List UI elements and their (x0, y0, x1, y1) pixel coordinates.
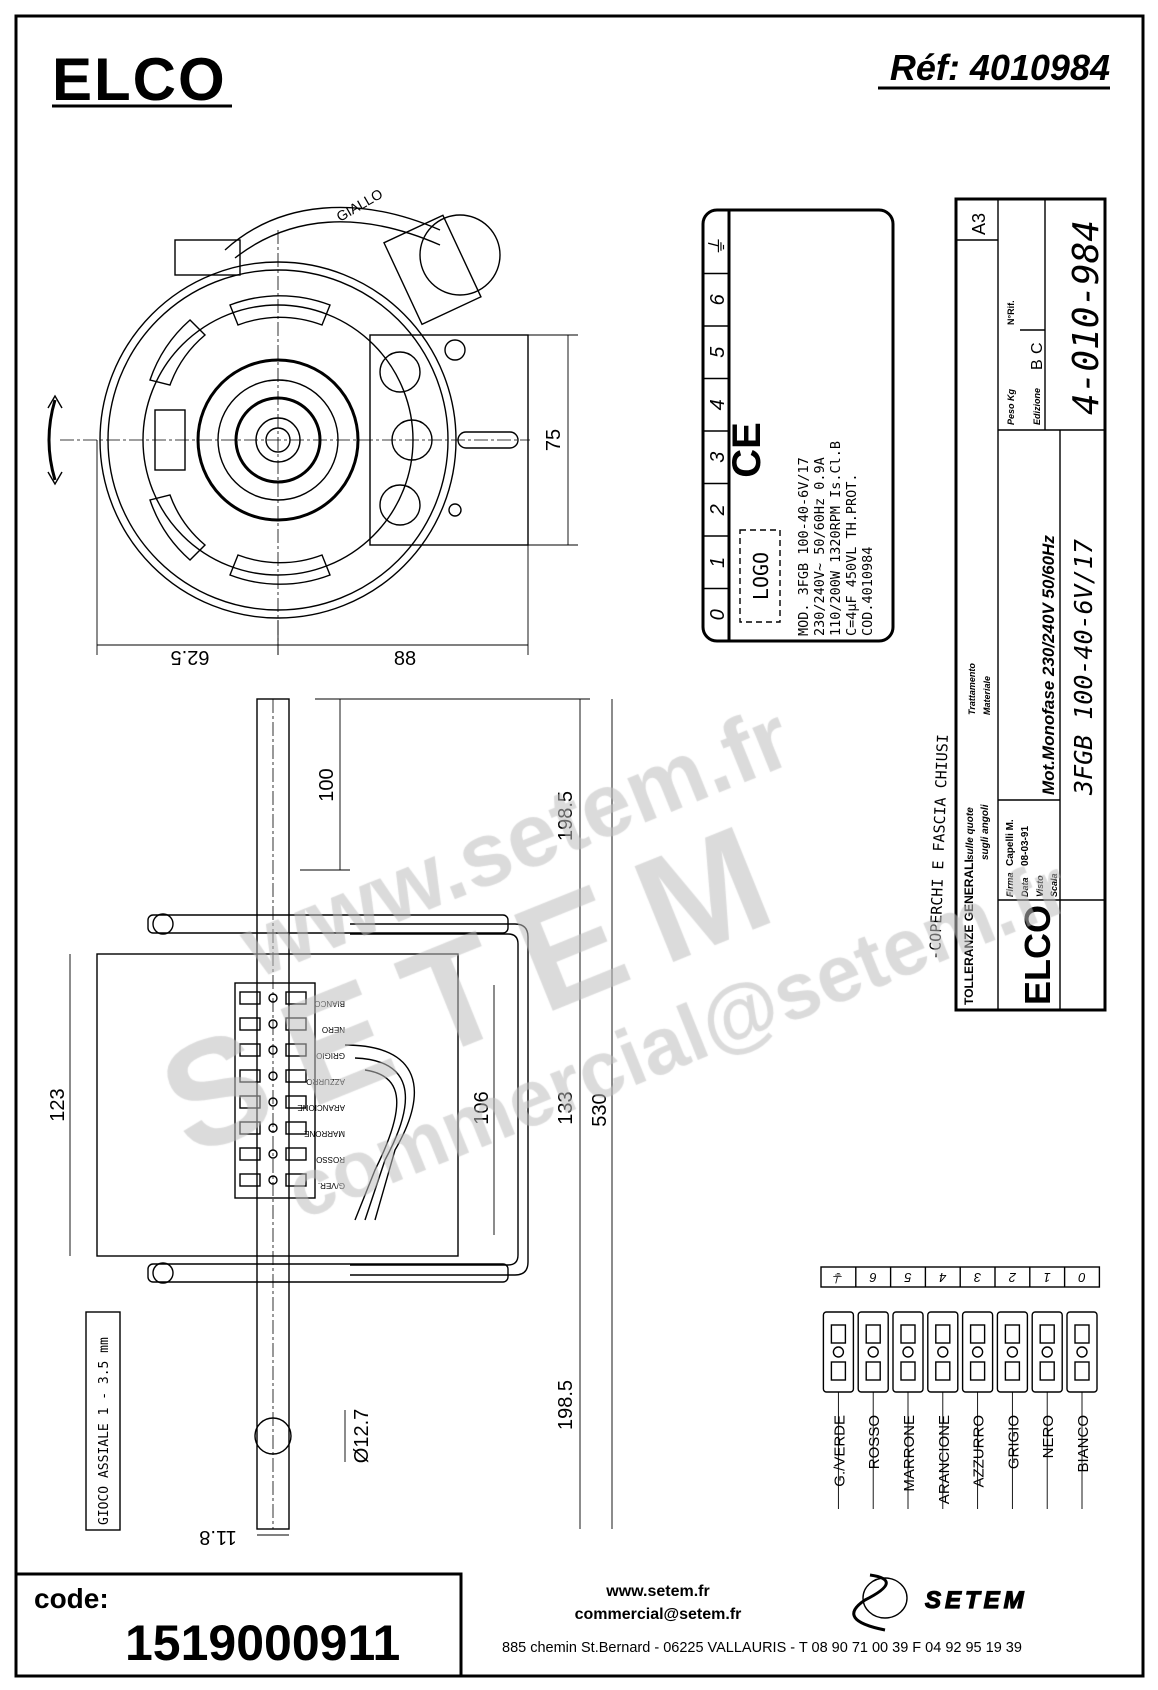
terminal-wire-label: ROSSO (866, 1415, 883, 1469)
front-view: GIALLO 62.5 88 75 (47, 185, 578, 670)
ce-mark: CE (725, 422, 769, 478)
ref-no-label: N°Rif. (1006, 300, 1016, 325)
nameplate-terminal-4: 4 (707, 399, 729, 410)
dim-62-5: 62.5 (171, 646, 210, 668)
wire-label: GRIGIO (316, 1051, 345, 1060)
edition-letter-b: B (1029, 359, 1046, 370)
side-view: BIANCO NERO GRIGIO AZZURRO ARANCIONE MARRONE R… (47, 698, 613, 1548)
dim-123: 123 (47, 1088, 69, 1121)
model: 3FGB 100-40-6V/17 (1069, 539, 1098, 796)
setem-logo: SETEM (852, 1573, 1028, 1632)
edition-letter-c: C (1029, 342, 1046, 354)
dim-100: 100 (316, 768, 338, 801)
terminal-wire-label: G./VERDE (831, 1415, 848, 1487)
nameplate-terminal-5: 5 (707, 346, 729, 358)
nameplate-terminal-0: 0 (707, 609, 729, 620)
wire-label: MARRONE (304, 1129, 345, 1138)
date-label: Data (1020, 877, 1030, 897)
treatment-label: Trattamento (967, 663, 977, 715)
edition-label: Edizione (1032, 388, 1042, 425)
terminal-number: 4 (939, 1270, 946, 1285)
scale-label: Scala (1049, 873, 1059, 897)
tolerances-label: TOLLERANZE GENERALI (962, 859, 976, 1005)
date: 08-03-91 (1020, 826, 1031, 866)
email-link[interactable]: commercial@setem.fr (575, 1606, 742, 1623)
signature: Capelli M. (1005, 819, 1016, 866)
material-label: Materiale (982, 676, 992, 715)
logo-placeholder: LOGO (749, 552, 773, 600)
dim-106: 106 (471, 1091, 493, 1124)
dim-530: 530 (589, 1093, 611, 1126)
wire-label: ROSSO (316, 1155, 345, 1164)
nameplate-line-5: COD.4010984 (860, 547, 876, 636)
title-block-logo: ELCO (1017, 905, 1058, 1005)
terminal-number: ⏚ (832, 1270, 845, 1285)
code-label: code: (34, 1583, 109, 1614)
dim-198-5-top: 198.5 (555, 791, 577, 841)
terminal-wire-label: GRIGIO (1005, 1415, 1022, 1469)
terminal-wire-label: BIANCO (1075, 1415, 1092, 1473)
nameplate-terminal-1: 1 (707, 557, 729, 568)
wire-label-giallo: GIALLO (334, 185, 386, 224)
reference-number: Réf: 4010984 (890, 47, 1110, 88)
terminal-wire-label: ARANCIONE (936, 1415, 953, 1504)
dim-shaft-diameter: Ø12.7 (351, 1409, 373, 1463)
dim-11-8: 11.8 (199, 1526, 236, 1548)
dim-75: 75 (543, 429, 565, 451)
tolerance-angles: sugli angoli (980, 804, 991, 860)
weight-label: Peso Kg (1006, 388, 1016, 425)
terminal-number: 2 (1008, 1270, 1017, 1285)
terminal-number: 6 (869, 1270, 877, 1285)
svg-text:ELCO: ELCO (52, 46, 227, 113)
svg-text:SETEM: SETEM (925, 1587, 1028, 1614)
nameplate-line-1: MOD. 3FGB 100-40-6V/17 (796, 457, 812, 636)
product-code: 1519000911 (125, 1615, 400, 1671)
dim-198-5-bottom: 198.5 (555, 1380, 577, 1430)
rotation-arrow-icon (47, 399, 57, 481)
nameplate-line-4: C=4µF 450VL TH.PROT. (844, 473, 860, 636)
website-link[interactable]: www.setem.fr (605, 1583, 709, 1600)
terminal-wire-label: NERO (1040, 1415, 1057, 1458)
axial-play-note: GIOCO ASSIALE 1 - 3.5 mm (97, 1337, 112, 1525)
wire-label: NERO (322, 1025, 345, 1034)
title-block: A3 TOLLERANZE GENERALI sulle quote sugli… (954, 197, 1107, 1012)
visa-label: Visto (1035, 875, 1045, 897)
tolerance-quote: sulle quote (965, 807, 976, 860)
terminal-number: 3 (973, 1270, 981, 1285)
drawing-number: 4-010-984 (1066, 220, 1107, 415)
wire-label: G/VER. (318, 1181, 345, 1190)
dim-133: 133 (555, 1091, 577, 1124)
wire-label: AZZURRO (306, 1077, 345, 1086)
address: 885 chemin St.Bernard - 06225 VALLAURIS … (502, 1640, 1022, 1656)
terminal-number: 5 (904, 1270, 912, 1285)
wire-label: BIANCO (314, 999, 345, 1008)
nameplate-terminal-6: 6 (707, 293, 729, 305)
description: Mot.Monofase 230/240V 50/60Hz (1039, 535, 1058, 795)
signature-label: Firma (1005, 872, 1015, 897)
nameplate-line-2: 230/240V~ 50/60Hz 0.9A (812, 457, 828, 636)
terminal-wire-label: AZZURRO (971, 1415, 988, 1488)
dim-88: 88 (394, 648, 416, 670)
nameplate-line-3: 110/200W 1320RPM Is.Cl.B (828, 441, 844, 636)
nameplate-terminal-7: ⏚ (707, 237, 729, 257)
format: A3 (969, 213, 989, 235)
nameplate-terminal-2: 2 (707, 504, 729, 516)
terminal-wire-label: MARRONE (901, 1415, 918, 1492)
note-covers-closed: -COPERCHI E FASCIA CHIUSI (926, 734, 952, 960)
terminal-number: 0 (1078, 1270, 1086, 1285)
terminal-number: 1 (1044, 1270, 1051, 1285)
wire-label: ARANCIONE (297, 1103, 345, 1112)
elco-logo: ELCO (52, 46, 232, 113)
